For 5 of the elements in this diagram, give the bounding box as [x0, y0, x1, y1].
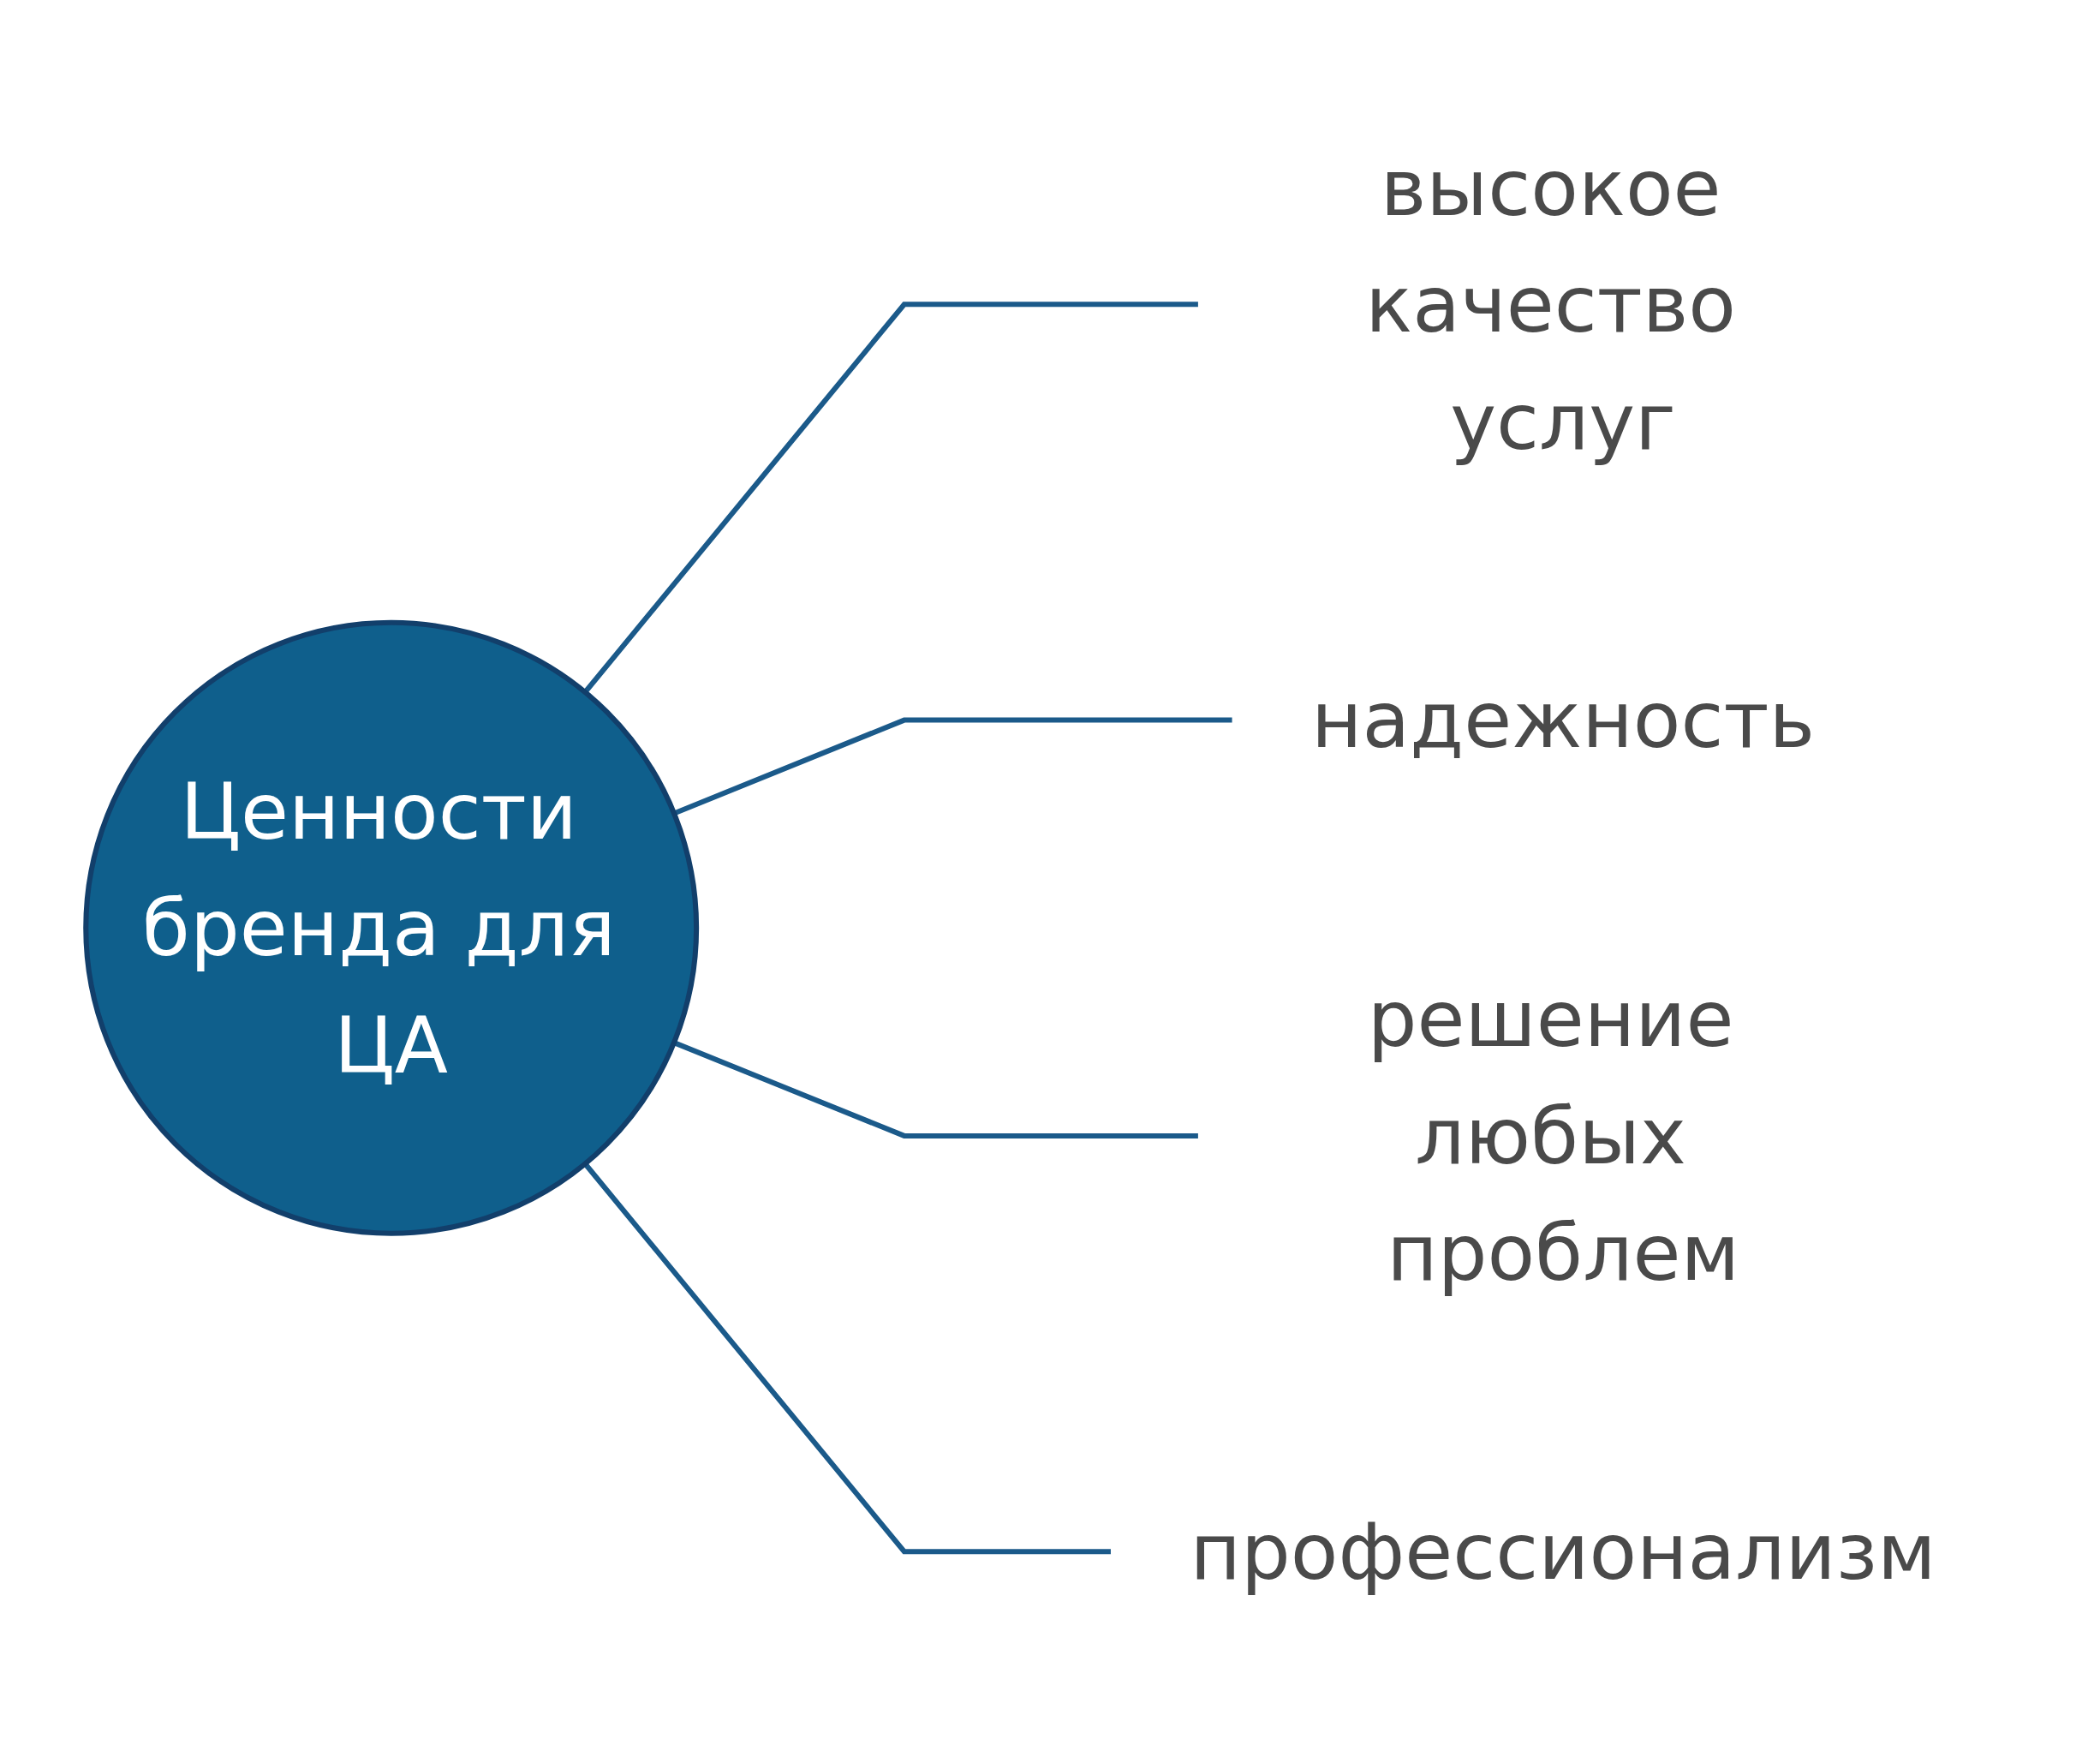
node-text: решение любых проблем — [1367, 973, 1740, 1299]
node-text: высокое качество услуг — [1365, 141, 1737, 467]
node-text: профессионализм — [1190, 1506, 1936, 1598]
node-text: надежность — [1311, 674, 1816, 766]
node-circle: Ценности бренда для ЦА — [83, 619, 700, 1236]
